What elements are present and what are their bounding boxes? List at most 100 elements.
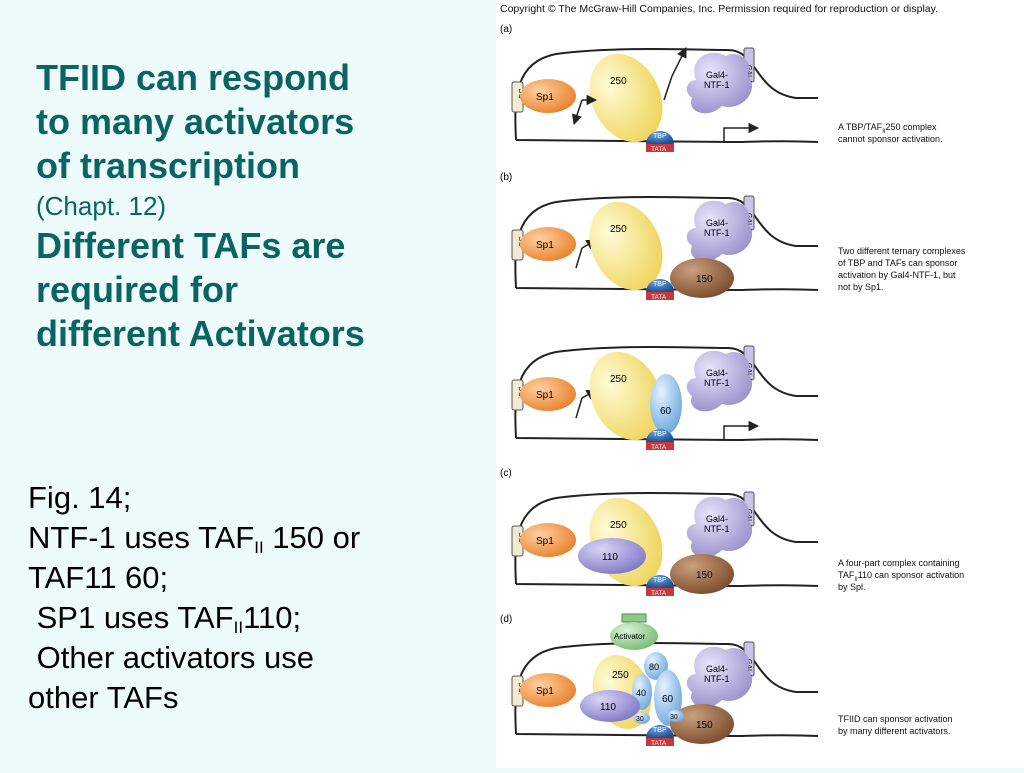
tbp xyxy=(646,131,674,144)
title-line-3: of transcription xyxy=(36,145,301,186)
taf60-label: 60 xyxy=(662,694,674,705)
caption-sub: II xyxy=(854,577,858,583)
caption-text: cannot sponsor activation. xyxy=(838,134,943,144)
transcription-start-arrow xyxy=(723,420,760,440)
note-fig: Fig. 14; xyxy=(28,480,132,515)
sp1-label: Sp1 xyxy=(536,536,554,547)
caption-text: A four-part complex containing xyxy=(838,558,960,568)
ntf1-label: NTF-1 xyxy=(704,524,730,534)
tbp-label: TBP xyxy=(653,727,667,734)
taf80-label: 80 xyxy=(649,662,659,672)
taf110 xyxy=(580,690,640,722)
sp1-protein xyxy=(520,377,576,411)
gal4-label: Gal4- xyxy=(706,218,728,228)
caption-b: Two different ternary complexes of TBP a… xyxy=(838,246,966,292)
svg-text:A TBP/TAFII250 complex: A TBP/TAFII250 complex xyxy=(838,122,937,135)
note-sp1: SP1 uses TAFII110; xyxy=(28,598,468,638)
taf250-label: 250 xyxy=(610,374,627,385)
tata-label: TATA xyxy=(651,444,667,451)
tbp-label: TBP xyxy=(653,431,667,438)
arrow xyxy=(671,47,687,77)
caption-a: A TBP/TAFII250 complex cannot sponsor ac… xyxy=(838,122,943,144)
gal4-ntf1 xyxy=(686,646,753,708)
tbp-label: TBP xyxy=(653,281,667,288)
tbp xyxy=(646,725,674,738)
tata-box xyxy=(646,144,674,152)
gal4-ntf1 xyxy=(686,200,753,262)
activator-label: Activator xyxy=(614,632,645,641)
caption-sub: II xyxy=(882,129,886,135)
caption-text: by many different activators. xyxy=(838,726,950,736)
taf250 xyxy=(589,53,663,143)
caption-text: Two different ternary complexes xyxy=(838,246,966,256)
caption-d: TFIID can sponsor activation by many dif… xyxy=(838,714,953,736)
taf250 xyxy=(589,351,663,441)
sp1-protein xyxy=(520,79,576,113)
tata-label: TATA xyxy=(651,146,667,153)
caption-text: by Spl. xyxy=(838,582,866,592)
dna-loop xyxy=(514,48,819,144)
panel-label-d: (d) xyxy=(500,614,512,625)
tata-box xyxy=(646,292,674,300)
taf150-label: 150 xyxy=(696,570,713,581)
panel-label-c: (c) xyxy=(500,468,512,479)
tbp xyxy=(646,429,674,442)
taf150 xyxy=(670,258,734,298)
note-ntf1-text: NTF-1 uses TAF xyxy=(28,520,255,555)
panel-label-a: (a) xyxy=(500,24,512,35)
ntf1-label: NTF-1 xyxy=(704,674,730,684)
taf250-label: 250 xyxy=(610,224,627,235)
note-sp1-text: SP1 uses TAF xyxy=(28,600,234,635)
gal4-label: Gal4- xyxy=(706,368,728,378)
activator-site xyxy=(621,613,647,623)
panel-b: (b) GC GAL4 Sp1 250 Gal4- NTF-1 150 TBP … xyxy=(500,172,966,301)
slide-title: TFIID can respond to many activators of … xyxy=(36,56,476,356)
dna-loop xyxy=(514,642,819,738)
tata-label: TATA xyxy=(651,590,667,597)
taf30-right xyxy=(668,710,684,722)
taf110-label: 110 xyxy=(600,702,616,713)
tbp-label: TBP xyxy=(653,577,667,584)
panel-a: (a) GC GAL4 Sp1 250 Gal4- NTF-1 TBP TATA… xyxy=(500,24,943,153)
gal4-label: Gal4- xyxy=(706,70,728,80)
caption-text: TFIID can sponsor activation xyxy=(838,714,953,724)
dna-loop xyxy=(514,492,819,588)
panel-c: (c) GC GAL4 250 Sp1 110 Gal4- NTF-1 150 … xyxy=(500,468,964,597)
tata-box xyxy=(646,588,674,596)
sp1-label: Sp1 xyxy=(536,240,554,251)
ntf1-label: NTF-1 xyxy=(704,378,730,388)
gal4-label: Gal4- xyxy=(706,514,728,524)
tbp xyxy=(646,279,674,292)
gal4-ntf1 xyxy=(686,52,753,114)
taf110-label: 110 xyxy=(602,552,618,563)
caption-text: activation by Gal4-NTF-1, but xyxy=(838,270,956,280)
dna-loop xyxy=(514,346,819,442)
taf250 xyxy=(589,201,663,291)
panel-d: (d) GC GAL4 Activator 250 80 40 60 Sp1 1… xyxy=(500,613,953,747)
note-other-2: other TAFs xyxy=(28,680,179,715)
svg-text:TAFII110 can sponsor activatio: TAFII110 can sponsor activation xyxy=(838,570,964,583)
sp1-label: Sp1 xyxy=(536,686,554,697)
sp1-protein xyxy=(520,227,576,261)
subtitle-line-1: Different TAFs are xyxy=(36,225,346,266)
caption-text: not by Sp1. xyxy=(838,282,884,292)
figure-notes: Fig. 14; NTF-1 uses TAFII 150 or TAF11 6… xyxy=(28,478,468,718)
panel-b-alt: GC GAL4 Sp1 250 60 Gal4- NTF-1 TBP TATA xyxy=(511,345,819,451)
tfiid-figure: Copyright © The McGraw-Hill Companies, I… xyxy=(496,0,1024,768)
arrow-stem xyxy=(575,247,583,269)
caption-text: TAF xyxy=(838,570,855,580)
taf30-label: 30 xyxy=(670,714,678,721)
taf150-label: 150 xyxy=(696,274,713,285)
dna-loop xyxy=(514,196,819,292)
tbp xyxy=(646,575,674,588)
sp1-label: Sp1 xyxy=(536,92,554,103)
arrow-stem xyxy=(575,397,583,419)
caption-text: 110 can sponsor activation xyxy=(858,570,964,580)
note-other-1: Other activators use xyxy=(28,640,315,675)
chapter-reference: (Chapt. 12) xyxy=(36,191,167,221)
gal4-label: Gal4- xyxy=(706,664,728,674)
ntf1-label: NTF-1 xyxy=(704,228,730,238)
tbp-label: TBP xyxy=(653,133,667,140)
taf250-label: 250 xyxy=(612,670,629,681)
arrow-stem xyxy=(663,75,673,101)
